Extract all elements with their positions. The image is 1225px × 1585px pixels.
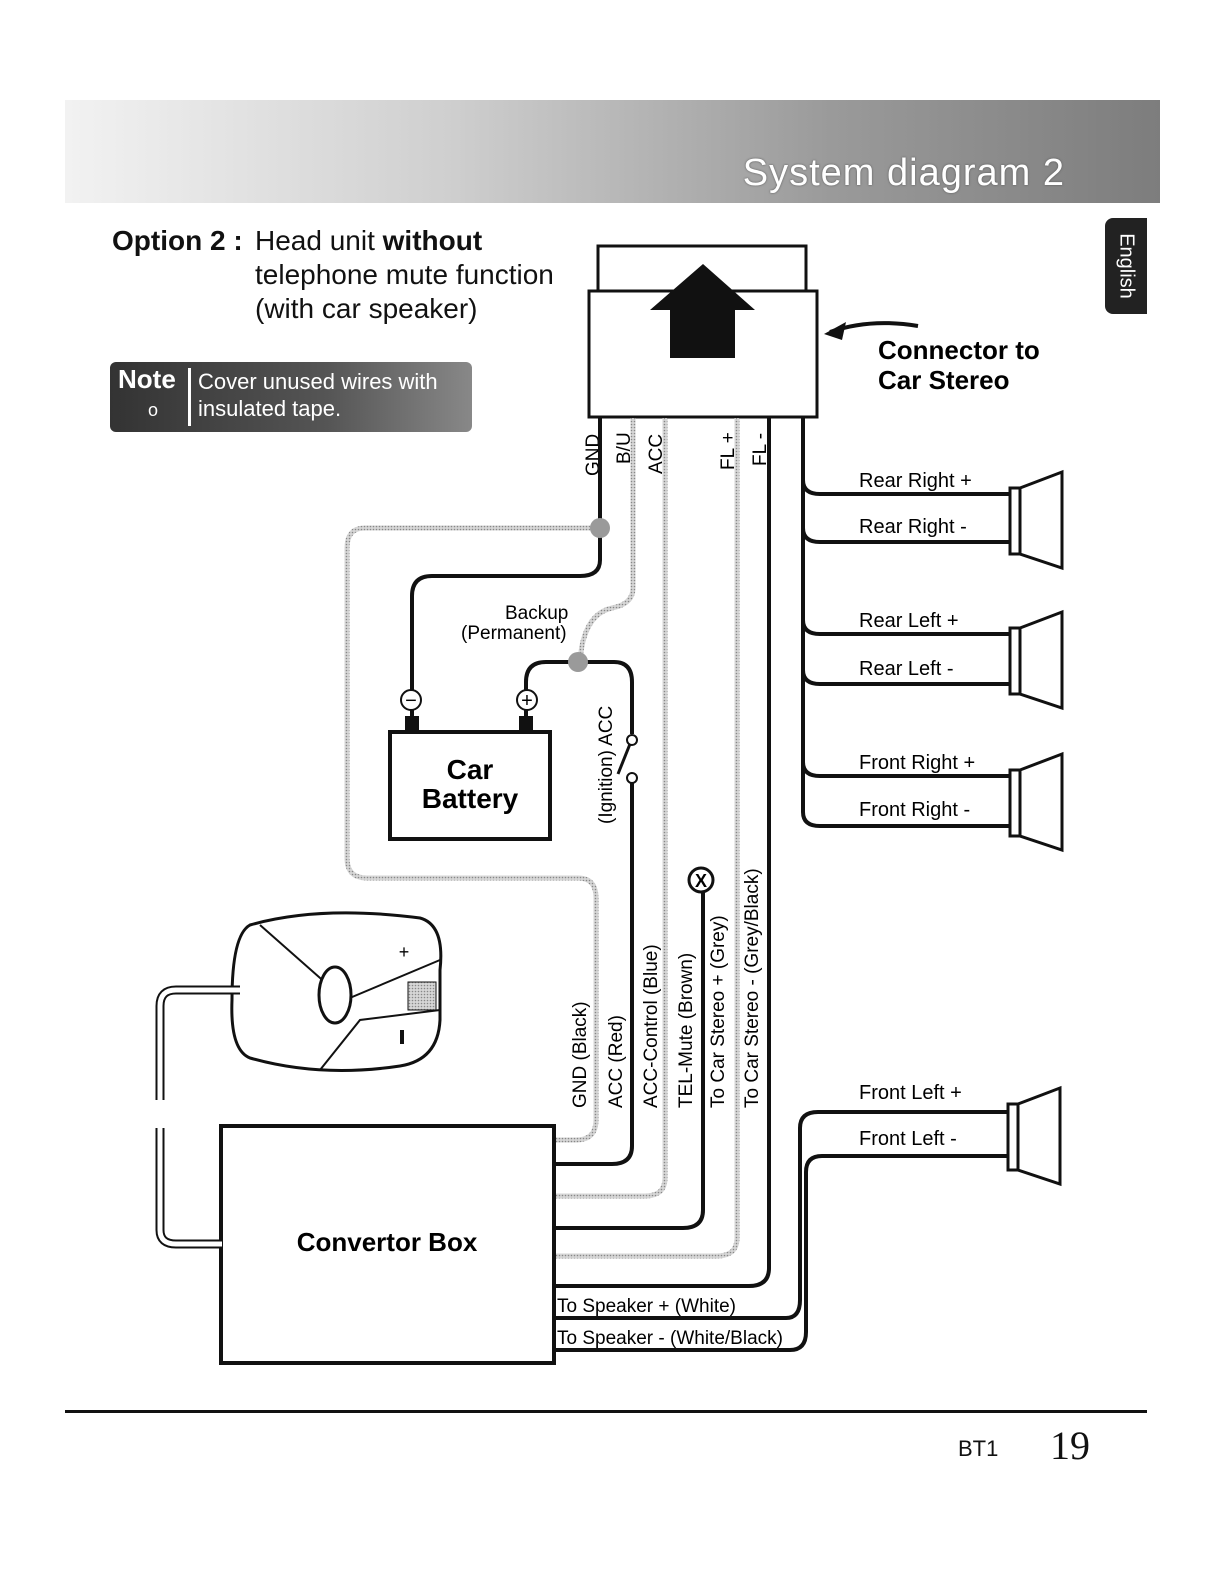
- tel-mute-x-marker: X: [695, 871, 707, 891]
- speaker-rear-right: [1008, 469, 1064, 571]
- speaker-label-fl-minus: Front Left -: [859, 1128, 957, 1150]
- speaker-label-fl-plus: Front Left +: [859, 1082, 962, 1104]
- ignition-switch: [616, 734, 638, 784]
- speaker-label-rl-plus: Rear Left +: [859, 610, 959, 632]
- pin-label-bu: B/U: [614, 432, 635, 464]
- grey-wires: [344, 418, 740, 1259]
- remote-minus-icon: [400, 1030, 404, 1044]
- backup-label-1: Backup: [505, 603, 568, 624]
- speaker-wire-label-plus: To Speaker + (White): [557, 1296, 736, 1317]
- tel-mute-cap-icon: [687, 866, 715, 894]
- battery-label-1: Car: [447, 754, 494, 785]
- battery-plus-icon: [516, 689, 538, 711]
- battery-minus-sign: −: [405, 690, 417, 712]
- page-title: System diagram 2: [742, 152, 1065, 194]
- option-line1-plain: Head unit: [255, 225, 383, 256]
- wire-label-gnd: GND (Black): [570, 1001, 591, 1108]
- wire-label-tel-mute: TEL-Mute (Brown): [676, 953, 697, 1108]
- language-tab[interactable]: English: [1105, 218, 1147, 314]
- junction-gnd: [590, 518, 610, 538]
- backup-label-2: (Permanent): [461, 623, 567, 644]
- wire-label-acc-control: ACC-Control (Blue): [641, 944, 662, 1108]
- remote-plus-icon: +: [399, 942, 410, 962]
- option-text: Head unit without telephone mute functio…: [255, 224, 585, 326]
- stereo-connector: [587, 244, 819, 419]
- arrow-up-icon: [650, 264, 755, 358]
- battery-minus-icon: [400, 689, 422, 711]
- battery-plus-sign: +: [521, 690, 533, 712]
- footer-model: BT1: [958, 1436, 999, 1461]
- ignition-label: (Ignition) ACC: [596, 706, 617, 824]
- footer-rule: [65, 1410, 1147, 1413]
- speaker-label-fr-minus: Front Right -: [859, 799, 970, 821]
- speaker-label-rr-minus: Rear Right -: [859, 516, 967, 538]
- header-banner: System diagram 2: [65, 100, 1160, 203]
- note-bullet: o: [148, 400, 159, 420]
- speaker-label-rl-minus: Rear Left -: [859, 658, 953, 680]
- speaker-front-right: [1008, 751, 1064, 853]
- junction-backup: [568, 652, 588, 672]
- note-heading: Note: [118, 364, 176, 394]
- speaker-label-fr-plus: Front Right +: [859, 752, 975, 774]
- speaker-label-rr-plus: Rear Right +: [859, 470, 972, 492]
- wire-label-stereo-plus: To Car Stereo + (Grey): [708, 915, 729, 1108]
- battery-label-2: Battery: [422, 783, 519, 814]
- remote-speaker-grille-icon: [407, 981, 437, 1011]
- option-label: Option 2 :: [112, 225, 243, 256]
- speaker-wire-label-minus: To Speaker - (White/Black): [557, 1328, 783, 1349]
- option-line1-bold: without: [382, 225, 483, 256]
- pin-label-fl-minus: FL -: [750, 433, 771, 466]
- black-wires: [410, 418, 1010, 1352]
- car-battery: − + Car Battery: [388, 689, 552, 841]
- pin-label-acc: ACC: [646, 434, 667, 474]
- convertor-box: [219, 1124, 556, 1365]
- remote-control-pad: +: [230, 911, 443, 1072]
- speaker-rear-left: [1008, 609, 1064, 711]
- wire-label-acc: ACC (Red): [606, 1015, 627, 1108]
- page-number: 19: [1050, 1423, 1090, 1468]
- option-line3: (with car speaker): [255, 293, 478, 324]
- connector-label-2: Car Stereo: [878, 365, 1010, 395]
- option-line2: telephone mute function: [255, 259, 554, 290]
- note-divider: [188, 368, 191, 426]
- pin-label-fl-plus: FL +: [718, 432, 739, 470]
- speaker-front-left: [1006, 1085, 1062, 1187]
- note-text: Cover unused wires with insulated tape.: [198, 369, 438, 421]
- note-box: Note o Cover unused wires with insulated…: [110, 362, 472, 432]
- connector-label-1: Connector to: [878, 335, 1040, 365]
- convertor-box-label: Convertor Box: [297, 1227, 478, 1257]
- wire-label-stereo-minus: To Car Stereo - (Grey/Black): [742, 868, 763, 1108]
